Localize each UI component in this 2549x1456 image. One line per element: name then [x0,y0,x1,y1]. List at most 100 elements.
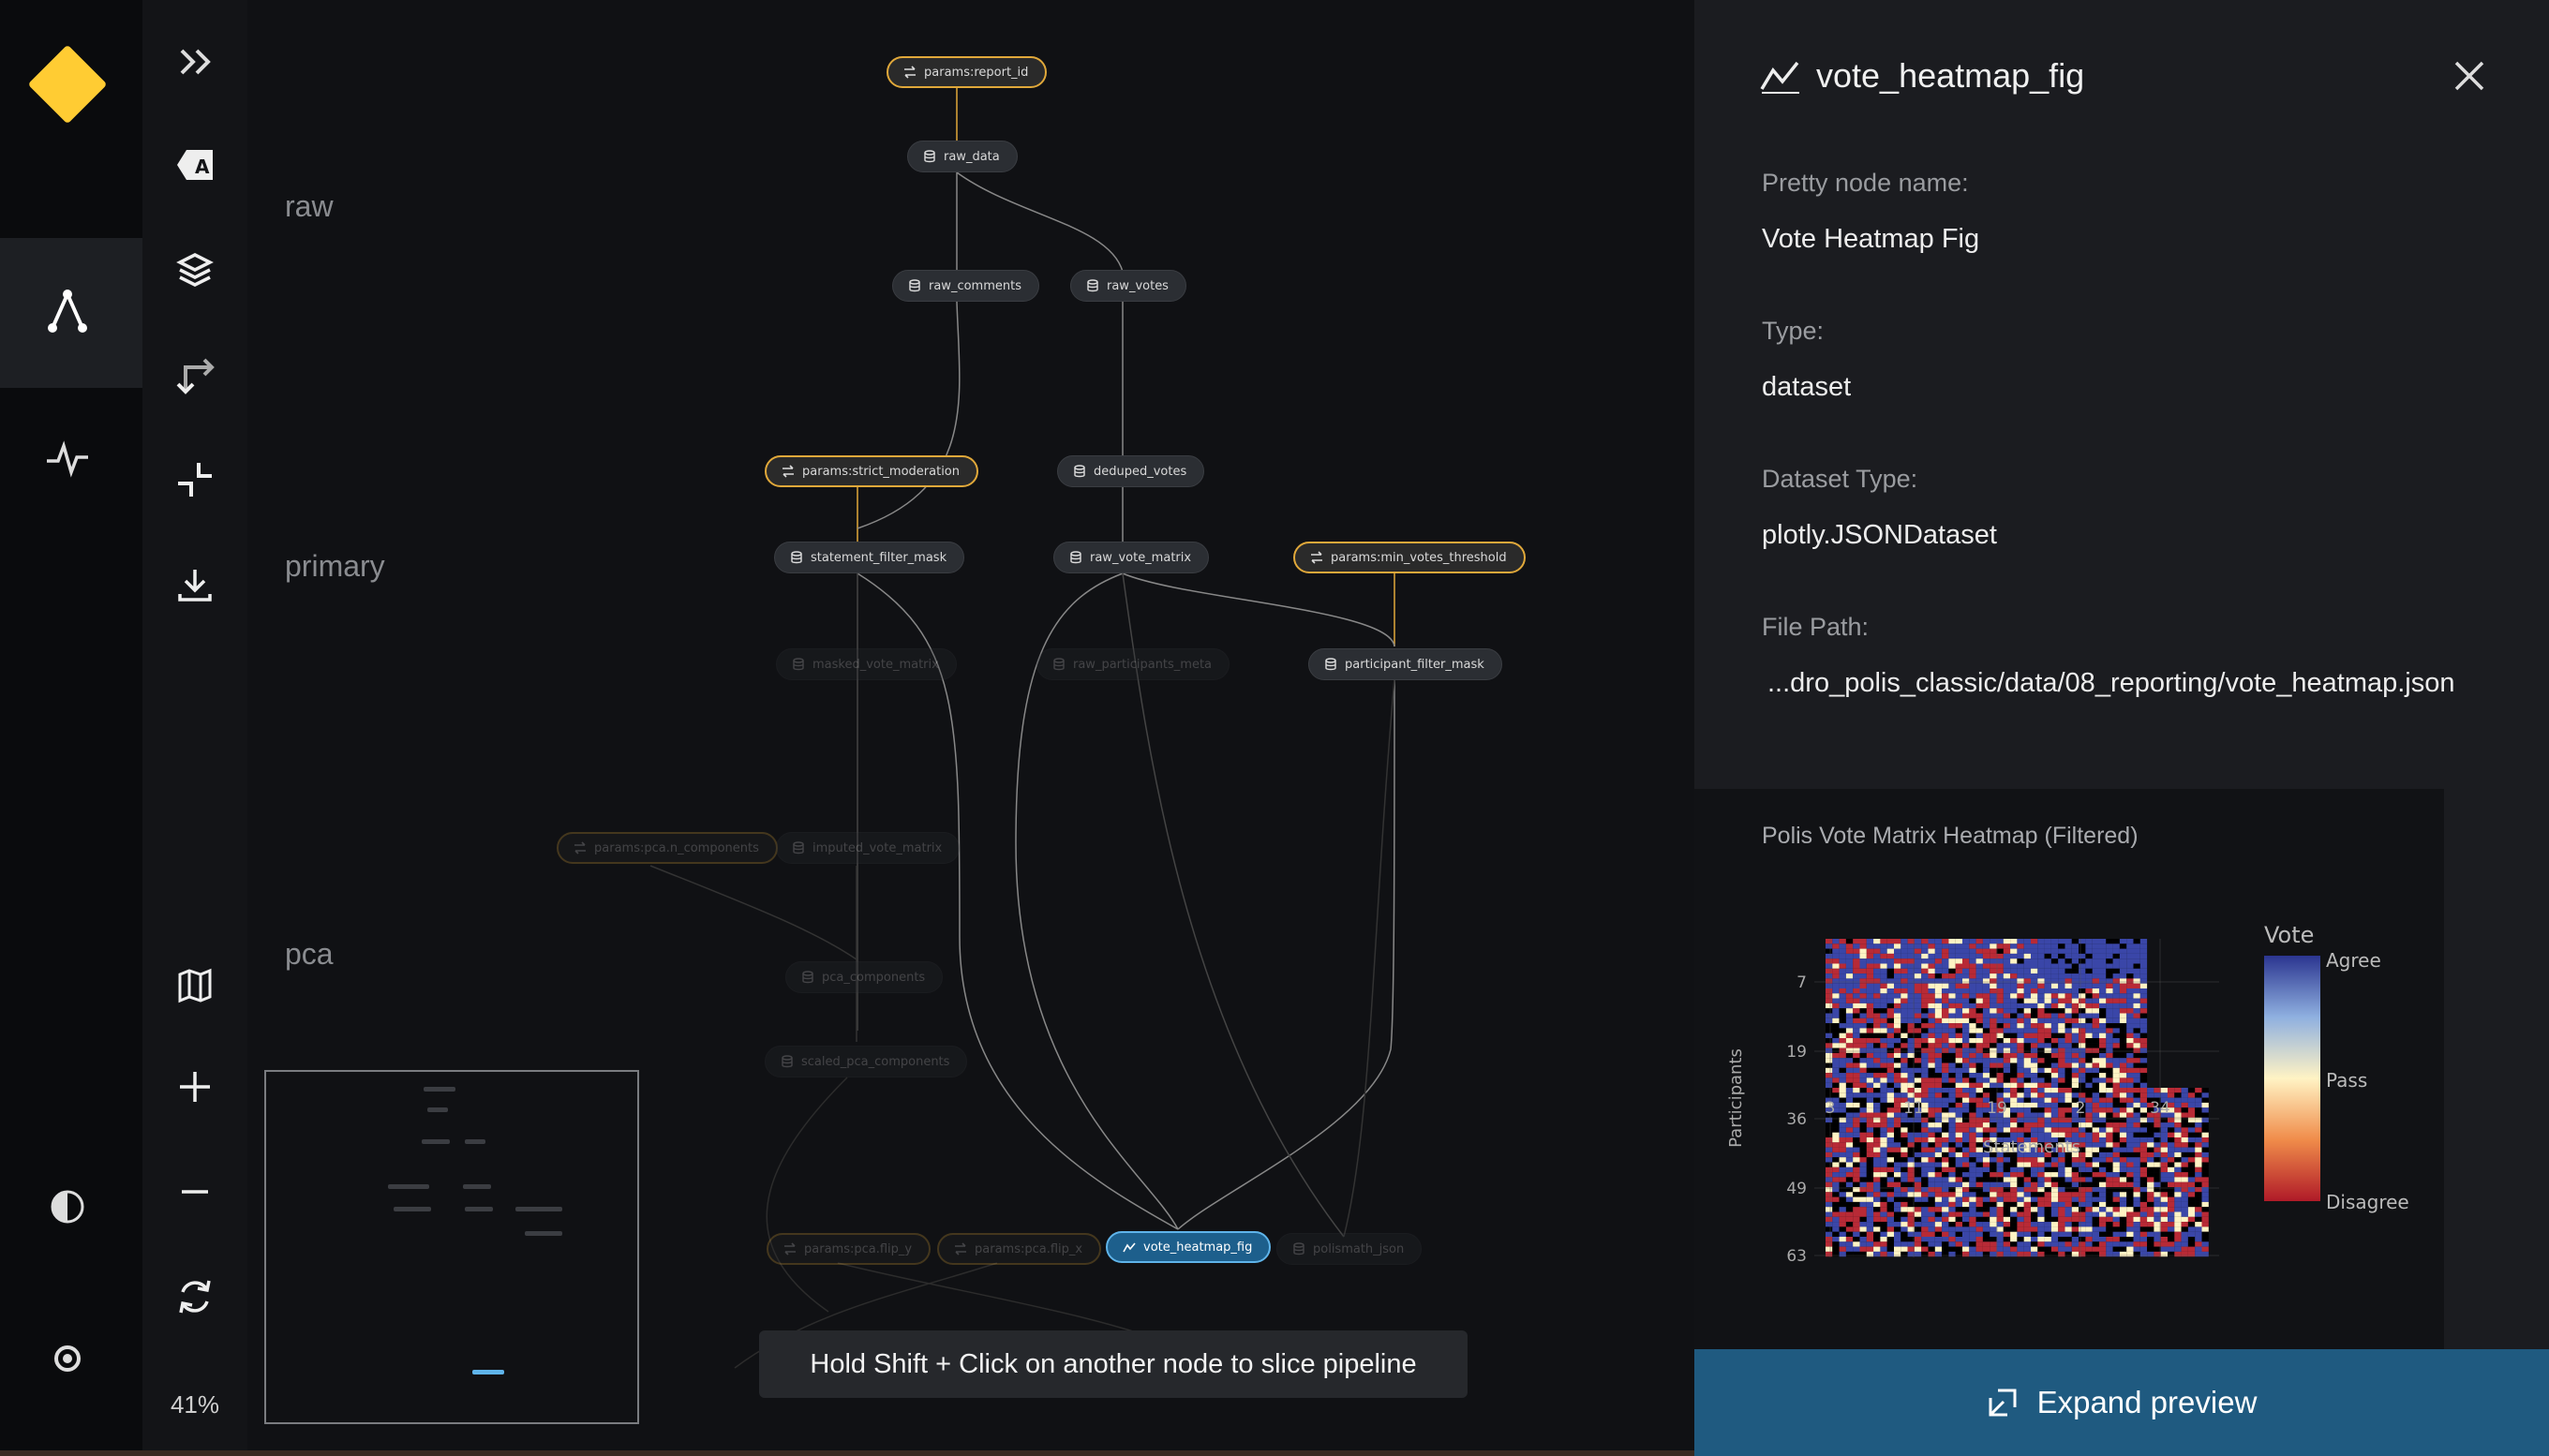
heatmap-cell [2112,1226,2120,1232]
heatmap-cell [1990,988,1997,994]
heatmap-cell [2154,1117,2161,1123]
heatmap-cell [2044,1192,2051,1197]
experiment-tracking-icon[interactable] [37,429,97,489]
heatmap-cell [2003,993,2011,999]
heatmap-cell [2044,1151,2051,1158]
parameters-icon [574,841,586,854]
heatmap-cell [1975,1137,1983,1143]
heatmap-cell [2037,1062,2045,1068]
heatmap-cell [1948,1043,1956,1048]
heatmap-cell [1996,1073,2004,1078]
collapse-pipelines-icon[interactable] [161,446,229,513]
labels-toggle-icon[interactable]: A [161,131,229,199]
heatmap-cell [1839,1172,1846,1178]
heatmap-cell [1839,1122,1846,1128]
heatmap-cell [1853,1241,1860,1247]
heatmap-cell [1928,1097,1935,1103]
node-params-min-votes-threshold[interactable]: params:min_votes_threshold [1293,542,1526,573]
close-icon[interactable] [2446,52,2493,99]
heatmap-cell [1969,1013,1976,1018]
flowchart-canvas[interactable]: raw primary pca params:rep [247,0,1694,1456]
heatmap-cell [1832,1062,1840,1068]
node-label: raw_votes [1107,278,1169,293]
heatmap-cell [2147,1107,2154,1113]
heatmap-cell [2079,948,2086,954]
heatmap-cell [1826,968,1833,974]
heatmap-cell [1839,1251,1846,1257]
reset-zoom-icon[interactable] [161,1263,229,1330]
node-statement-filter-mask[interactable]: statement_filter_mask [774,542,965,573]
heatmap-cell [1832,1122,1840,1128]
heatmap-cell [1969,1237,1976,1242]
meta-dataset-type: Dataset Type: plotly.JSONDataset [1762,465,1997,551]
heatmap-cell [1928,1043,1935,1048]
heatmap-cell [1969,1177,1976,1182]
node-participant-filter-mask[interactable]: participant_filter_mask [1308,648,1502,680]
node-raw-votes[interactable]: raw_votes [1070,270,1186,302]
heatmap-cell [2133,1003,2140,1009]
heatmap-cell [1880,1077,1887,1083]
heatmap-cell [2119,953,2127,959]
settings-gear-icon[interactable] [37,1329,97,1389]
node-params-report-id[interactable]: params:report_id [887,56,1048,88]
heatmap-cell [1955,1058,1962,1063]
heatmap-cell [1826,1157,1833,1163]
node-params-pca-flip-y[interactable]: params:pca.flip_y [767,1233,932,1265]
zoom-out-icon[interactable] [161,1158,229,1226]
heatmap-cell [1873,1043,1881,1048]
flowchart-nav-icon[interactable] [37,281,97,341]
heatmap-cell [1853,998,1860,1003]
heatmap-cell [2154,1251,2161,1257]
heatmap-cell [2187,1117,2196,1123]
export-download-icon[interactable] [161,551,229,618]
heatmap-cell [1990,968,1997,974]
heatmap-cell [1996,1237,2004,1242]
node-params-pca-n-components[interactable]: params:pca.n_components [557,832,778,864]
node-raw-vote-matrix[interactable]: raw_vote_matrix [1053,542,1210,573]
expand-sidebar-chevrons-icon[interactable] [161,28,229,96]
node-vote-heatmap-fig[interactable]: vote_heatmap_fig [1106,1231,1272,1263]
node-masked-vote-matrix[interactable]: masked_vote_matrix [776,648,957,680]
heatmap-cell [2112,1082,2120,1088]
heatmap-cell [2147,1192,2154,1197]
heatmap-cell [1894,1142,1901,1148]
node-raw-comments[interactable]: raw_comments [892,270,1039,302]
expand-preview-button[interactable]: Expand preview [1694,1349,2549,1456]
heatmap-cell [2037,1211,2045,1217]
heatmap-cell [2079,988,2086,994]
heatmap-cell [2126,1058,2134,1063]
node-label: pca_components [822,970,926,985]
node-scaled-pca-components[interactable]: scaled_pca_components [765,1046,968,1077]
heatmap-cell [1859,1151,1867,1158]
heatmap-cell [1873,939,1881,944]
node-params-pca-flip-x[interactable]: params:pca.flip_x [937,1233,1102,1265]
zoom-in-icon[interactable] [161,1053,229,1121]
node-pca-components[interactable]: pca_components [785,961,944,993]
minimap-toggle-icon[interactable] [161,952,229,1019]
heatmap-cell [2085,1117,2093,1123]
heatmap-cell [1859,1251,1867,1257]
heatmap-cell [1948,1018,1956,1024]
theme-toggle-icon[interactable] [37,1177,97,1237]
node-imputed-vote-matrix[interactable]: imputed_vote_matrix [776,832,961,864]
node-raw-participants-meta[interactable]: raw_participants_meta [1036,648,1230,680]
heatmap-cell [1886,978,1894,984]
heatmap-cell [2174,1177,2182,1182]
heatmap-cell [2099,1132,2107,1137]
heatmap-cell [1886,1177,1894,1182]
heatmap-cell [2050,1172,2059,1178]
layers-icon[interactable] [161,236,229,304]
heatmap-cell [1907,1147,1915,1152]
orientation-toggle-icon[interactable] [161,341,229,409]
node-deduped-votes[interactable]: deduped_votes [1057,455,1205,487]
node-polismath-json[interactable]: polismath_json [1276,1233,1423,1265]
node-params-strict-moderation[interactable]: params:strict_moderation [765,455,978,487]
heatmap-cell [2085,1201,2093,1208]
heatmap-cell [2106,1058,2113,1063]
heatmap-cell [2154,1222,2161,1227]
node-raw-data[interactable]: raw_data [907,141,1018,172]
minimap[interactable] [264,1070,639,1424]
heatmap-cell [1962,1172,1970,1178]
heatmap-cell [1826,1117,1833,1123]
heatmap-cell [2106,958,2113,964]
